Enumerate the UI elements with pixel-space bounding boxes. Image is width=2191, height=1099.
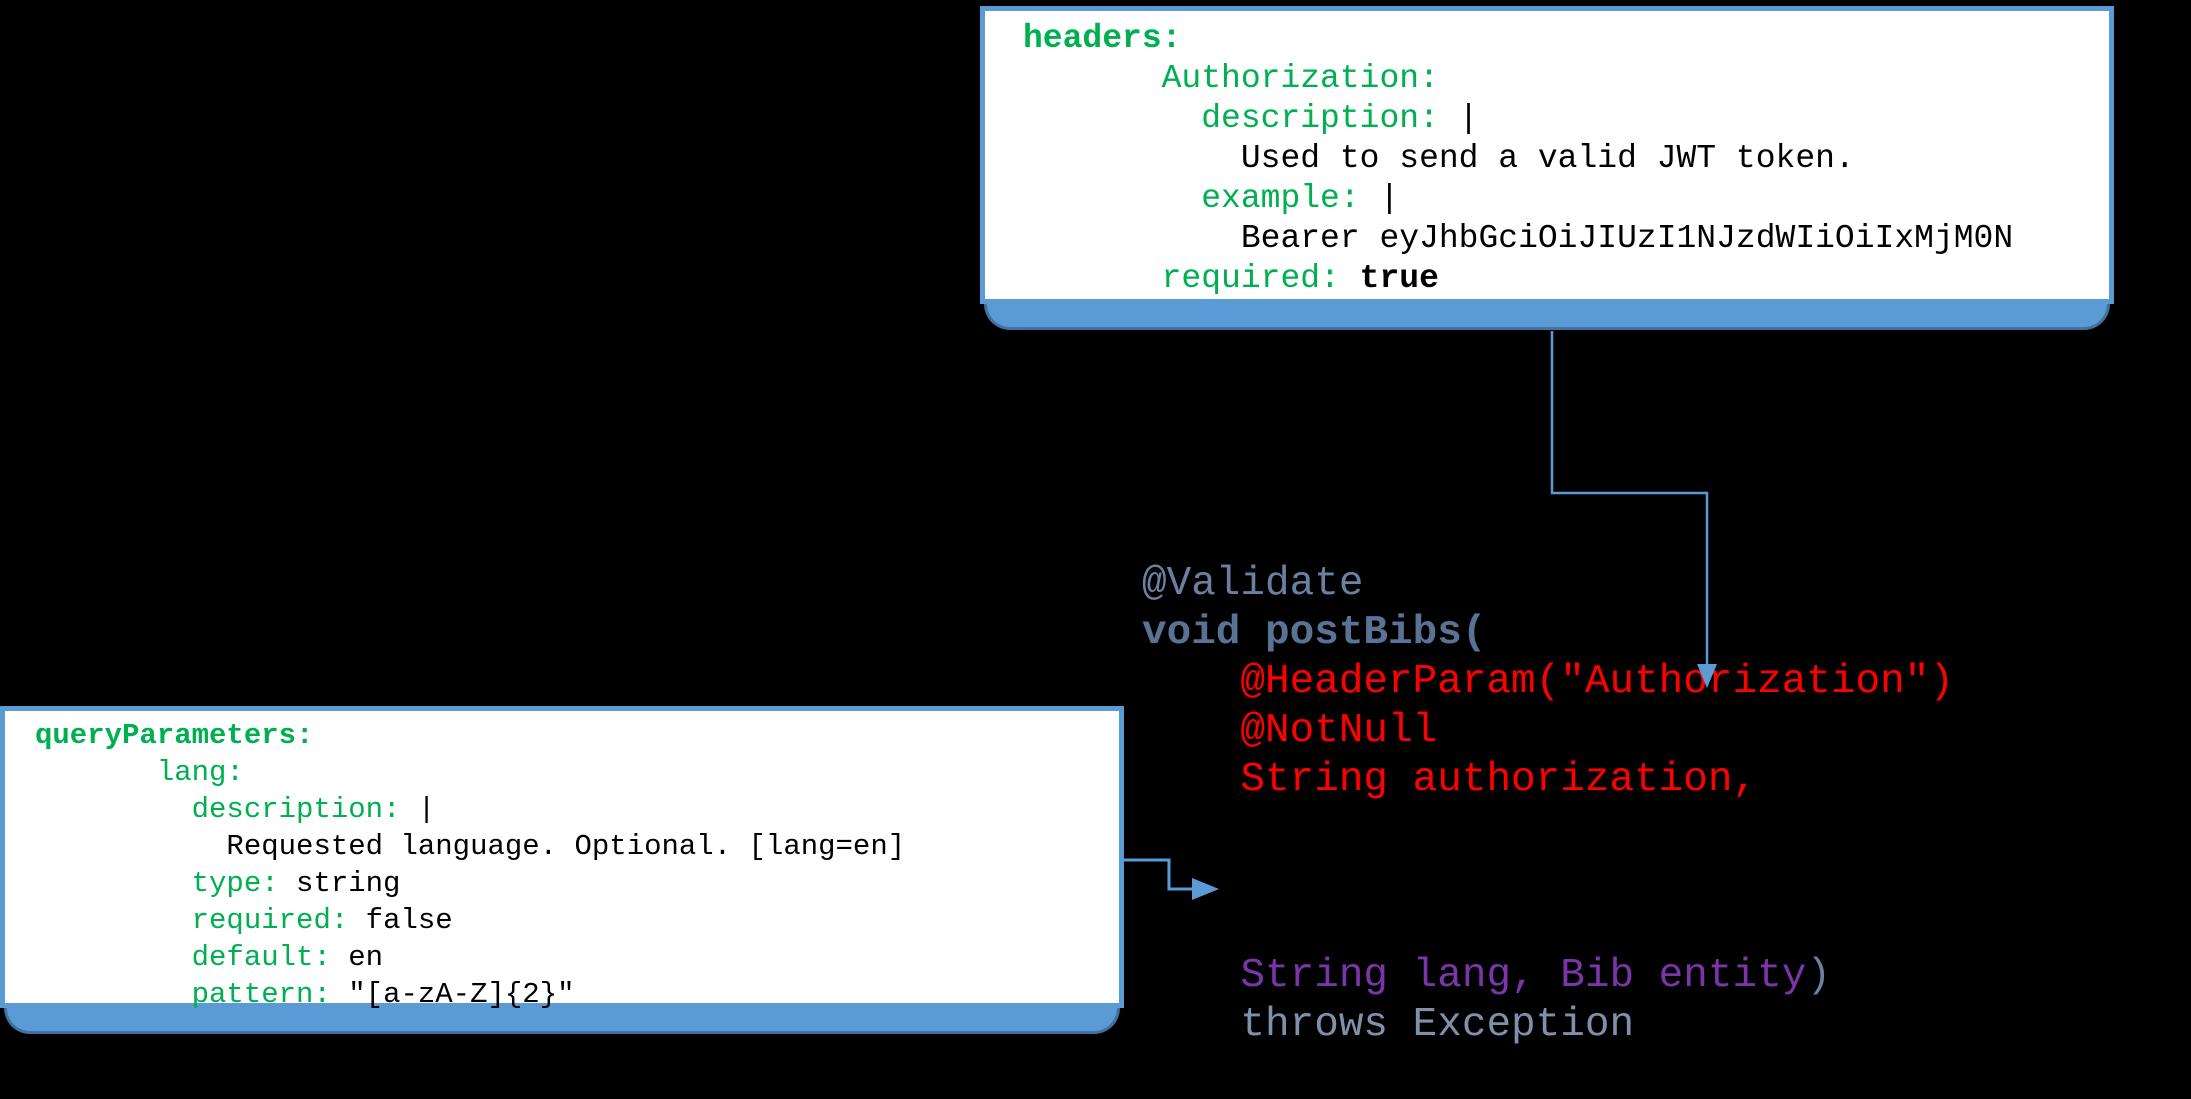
yaml-value: | [1438, 100, 1479, 137]
yaml-value: Bearer eyJhbGciOiJIUzI1NJzdWIiOiIxMjM0N [1023, 220, 2014, 257]
yaml-value: | [400, 793, 436, 826]
yaml-value: Requested language. Optional. [lang=en] [35, 830, 906, 863]
yaml-value: string [278, 867, 401, 900]
headers-yaml-box: headers: Authorization: description: | U… [980, 6, 2114, 330]
yaml-line-headers: headers: [1023, 19, 2109, 59]
yaml-line-description: description: | [1023, 99, 2109, 139]
yaml-key: required: [35, 904, 349, 937]
yaml-line-lang: lang: [35, 754, 1119, 791]
java-line-validate-annotation: @Validate [1142, 561, 1364, 607]
yaml-value: | [1359, 180, 1400, 217]
yaml-line-description: description: | [35, 791, 1119, 828]
headers-box-content: headers: Authorization: description: | U… [980, 6, 2114, 304]
java-line-throws-clause: throws Exception [1142, 1002, 1635, 1048]
yaml-value: "[a-zA-Z]{2}" [330, 978, 575, 1011]
yaml-key: Authorization: [1023, 60, 1439, 97]
java-line-blank [1142, 903, 1954, 952]
yaml-value: false [348, 904, 453, 937]
java-params-purple: String lang, Bib entity [1142, 953, 1807, 999]
yaml-value: Used to send a valid JWT token. [1023, 140, 1855, 177]
java-line-notnull-annotation: @NotNull [1142, 708, 1438, 754]
queryparameters-yaml-box: queryParameters: lang: description: | Re… [0, 706, 1124, 1034]
yaml-key: required: [1023, 260, 1340, 297]
java-closing-paren: ) [1806, 953, 1831, 999]
yaml-line-authorization: Authorization: [1023, 59, 2109, 99]
headers-box-bottom-bar [984, 304, 2110, 330]
yaml-line-required: required: true [1023, 259, 2109, 299]
yaml-line-type: type: string [35, 865, 1119, 902]
yaml-line-queryparameters: queryParameters: [35, 717, 1119, 754]
yaml-value: true [1339, 260, 1439, 297]
yaml-line-description-text: Requested language. Optional. [lang=en] [35, 828, 1119, 865]
java-line-headerparam-annotation: @HeaderParam("Authorization") [1142, 659, 1954, 705]
yaml-key: example: [1023, 180, 1360, 217]
yaml-key: pattern: [35, 978, 331, 1011]
yaml-line-default: default: en [35, 939, 1119, 976]
yaml-line-example: example: | [1023, 179, 2109, 219]
yaml-line-required: required: false [35, 902, 1119, 939]
java-code-block: @Validate void postBibs( @HeaderParam("A… [1142, 560, 1954, 1050]
java-line-blank [1142, 805, 1954, 854]
java-line-lang-entity-params: String lang, Bib entity) [1142, 952, 1954, 1001]
queryparameters-box-bottom-bar [4, 1008, 1120, 1034]
yaml-line-pattern: pattern: "[a-zA-Z]{2}" [35, 976, 1119, 1013]
yaml-key: default: [35, 941, 331, 974]
yaml-value: en [330, 941, 384, 974]
java-line-authorization-param: String authorization, [1142, 757, 1758, 803]
yaml-key: queryParameters: [35, 719, 314, 752]
java-line-method-signature: void postBibs( [1142, 610, 1487, 656]
yaml-line-description-text: Used to send a valid JWT token. [1023, 139, 2109, 179]
yaml-key: description: [1023, 100, 1439, 137]
yaml-line-example-text: Bearer eyJhbGciOiJIUzI1NJzdWIiOiIxMjM0N [1023, 219, 2109, 259]
yaml-key: type: [35, 867, 279, 900]
yaml-key: headers: [1023, 20, 1182, 57]
yaml-key: description: [35, 793, 401, 826]
yaml-key: lang: [35, 756, 244, 789]
java-line-blank [1142, 854, 1954, 903]
queryparameters-box-content: queryParameters: lang: description: | Re… [0, 706, 1124, 1011]
